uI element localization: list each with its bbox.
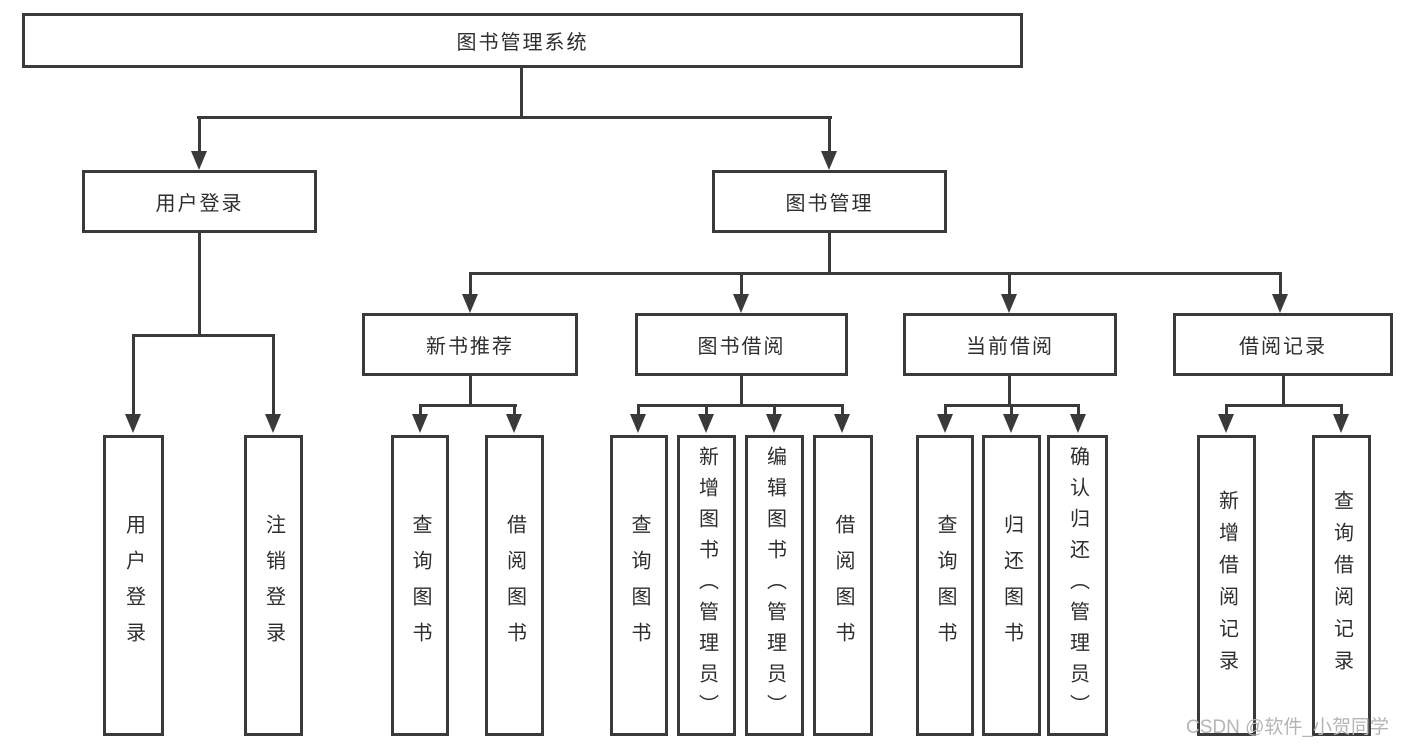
arrowhead-current xyxy=(1001,294,1017,313)
connector-stem xyxy=(1340,404,1343,417)
leaf-records-add-borrow-record: 新增借阅记录 xyxy=(1197,435,1256,736)
connector-stem xyxy=(1010,404,1013,417)
arrowhead-leaf-logout xyxy=(265,414,281,433)
node-label: 借阅记录 xyxy=(1239,336,1327,358)
arrowhead xyxy=(766,414,782,433)
connector-stem-leaf-logout xyxy=(272,334,275,416)
leaf-label: 借阅图书 xyxy=(832,513,854,658)
arrowhead-login xyxy=(191,151,207,170)
connector-stem-current xyxy=(1008,272,1011,296)
leaf-label: 借阅图书 xyxy=(503,513,526,658)
leaf-user-login: 用户登录 xyxy=(103,435,164,736)
node-current-borrow: 当前借阅 xyxy=(903,313,1117,376)
leaf-borrow-edit-books-admin: 编辑图书（管理员） xyxy=(745,435,804,736)
node-book-management: 图书管理 xyxy=(712,170,947,233)
leaf-borrow-query-books: 查询图书 xyxy=(610,435,668,736)
leaf-current-query-books: 查询图书 xyxy=(916,435,974,736)
arrowhead xyxy=(630,414,646,433)
leaf-label: 查询借阅记录 xyxy=(1330,489,1353,682)
leaf-label: 查询图书 xyxy=(628,513,650,658)
connector-management-vertical xyxy=(828,233,831,275)
connector-borrow-vertical xyxy=(740,376,743,407)
connector-login-vertical xyxy=(198,233,201,337)
leaf-label: 用户登录 xyxy=(122,513,145,658)
connector-stem xyxy=(1077,404,1080,417)
arrowhead xyxy=(834,414,850,433)
arrowhead xyxy=(412,414,428,433)
arrowhead xyxy=(1218,414,1234,433)
node-label: 新书推荐 xyxy=(426,336,514,358)
connector-stem-recommend xyxy=(469,272,472,296)
leaf-label: 归还图书 xyxy=(1000,513,1023,658)
connector-records-horizontal xyxy=(1225,404,1343,407)
leaf-logout: 注销登录 xyxy=(244,435,303,736)
leaf-label: 新增图书（管理员） xyxy=(695,446,718,725)
leaf-borrow-add-books-admin: 新增图书（管理员） xyxy=(677,435,736,736)
arrowhead-management xyxy=(821,151,837,170)
leaf-recommend-borrow-books: 借阅图书 xyxy=(485,435,544,736)
connector-records-vertical xyxy=(1282,376,1285,407)
arrowhead-records xyxy=(1272,294,1288,313)
node-label: 图书管理 xyxy=(785,193,874,215)
arrowhead xyxy=(1003,414,1019,433)
connector-stem xyxy=(513,404,516,417)
connector-recommend-vertical xyxy=(469,376,472,407)
connector-stem xyxy=(773,404,776,417)
leaf-label: 查询图书 xyxy=(934,513,956,658)
leaf-label: 新增借阅记录 xyxy=(1215,489,1238,682)
connector-stem xyxy=(705,404,708,417)
node-book-borrow: 图书借阅 xyxy=(635,313,848,376)
leaf-label: 注销登录 xyxy=(262,513,285,658)
node-label: 用户登录 xyxy=(155,193,244,215)
arrowhead-leaf-user-login xyxy=(125,414,141,433)
connector-level3-horizontal xyxy=(469,272,1282,275)
connector-level2-horizontal xyxy=(197,116,832,119)
connector-stem xyxy=(419,404,422,417)
connector-stem-borrow xyxy=(740,272,743,296)
node-library-management-system: 图书管理系统 xyxy=(22,13,1023,68)
arrowhead xyxy=(1070,414,1086,433)
arrowhead xyxy=(1333,414,1349,433)
leaf-current-confirm-return-admin: 确认归还（管理员） xyxy=(1047,435,1108,736)
leaf-label: 确认归还（管理员） xyxy=(1066,446,1089,725)
arrowhead-borrow xyxy=(733,294,749,313)
leaf-current-return-books: 归还图书 xyxy=(982,435,1041,736)
connector-stem-leaf-user-login xyxy=(132,334,135,416)
leaf-label: 编辑图书（管理员） xyxy=(763,446,786,725)
node-label: 图书管理系统 xyxy=(456,32,589,54)
connector-stem xyxy=(944,404,947,417)
connector-stem xyxy=(1225,404,1228,417)
node-borrow-records: 借阅记录 xyxy=(1173,313,1393,376)
connector-login-horizontal xyxy=(133,334,275,337)
connector-stem-management xyxy=(828,116,831,152)
connector-stem xyxy=(637,404,640,417)
arrowhead-recommend xyxy=(462,294,478,313)
connector-current-vertical xyxy=(1008,376,1011,407)
node-new-book-recommend: 新书推荐 xyxy=(362,313,578,376)
node-user-login: 用户登录 xyxy=(82,170,317,233)
connector-root-vertical xyxy=(520,68,523,118)
connector-recommend-horizontal xyxy=(419,404,517,407)
leaf-borrow-borrow-books: 借阅图书 xyxy=(813,435,873,736)
node-label: 图书借阅 xyxy=(697,336,786,358)
connector-stem xyxy=(841,404,844,417)
leaf-label: 查询图书 xyxy=(409,513,431,658)
leaf-records-query-borrow-record: 查询借阅记录 xyxy=(1312,435,1371,736)
node-label: 当前借阅 xyxy=(966,336,1054,358)
leaf-recommend-query-books: 查询图书 xyxy=(391,435,449,736)
arrowhead xyxy=(698,414,714,433)
arrowhead xyxy=(937,414,953,433)
connector-borrow-horizontal xyxy=(637,404,844,407)
arrowhead xyxy=(506,414,522,433)
connector-stem-records xyxy=(1279,272,1282,296)
connector-stem-login xyxy=(198,116,201,152)
